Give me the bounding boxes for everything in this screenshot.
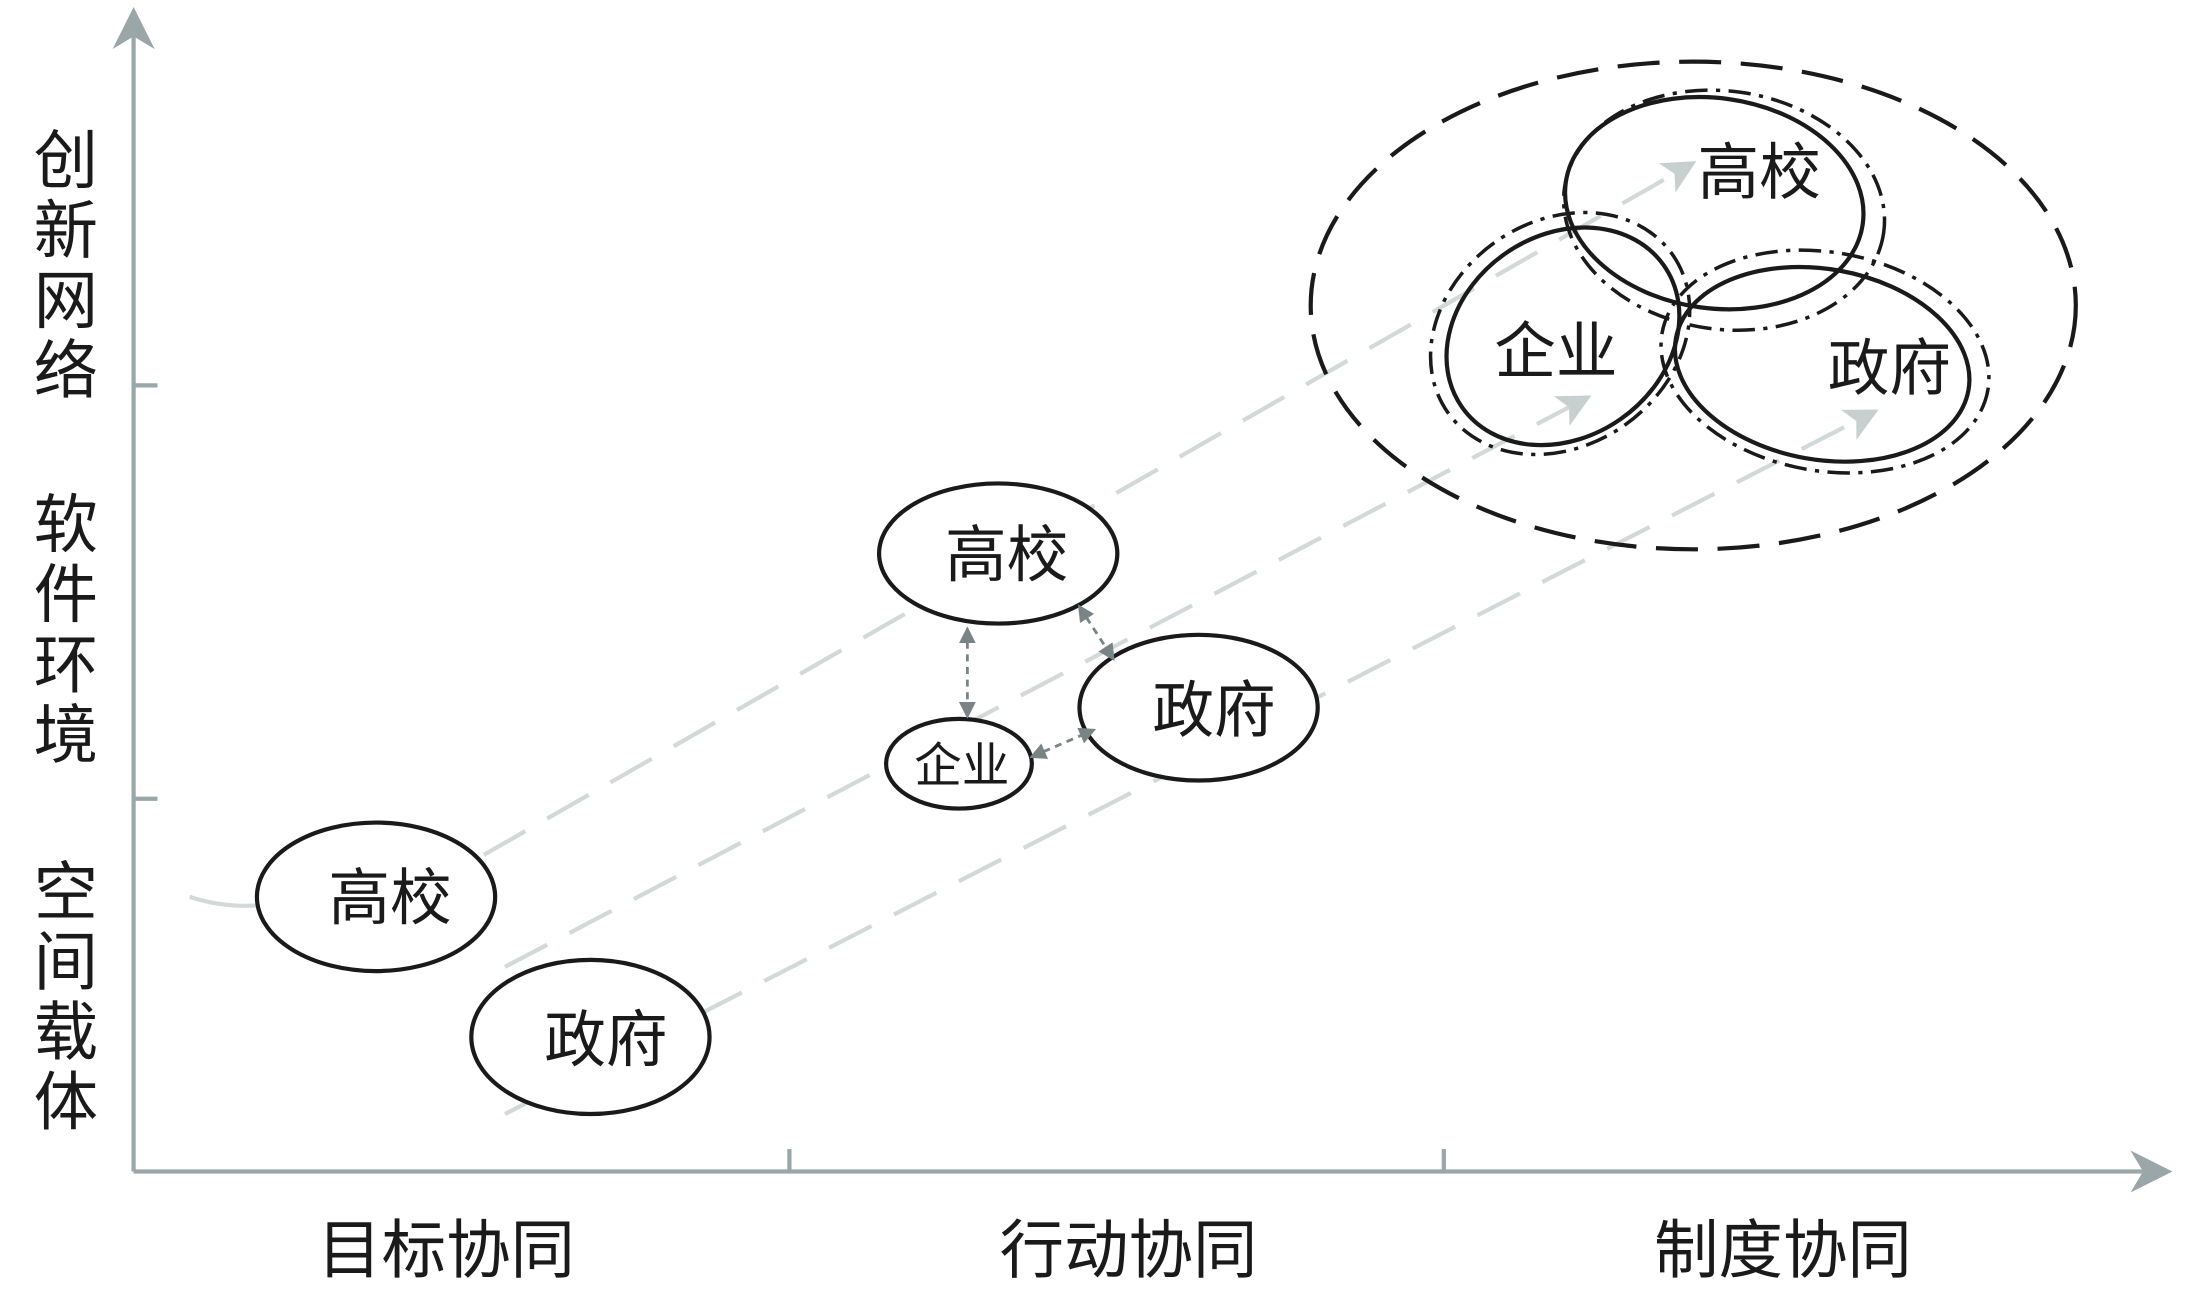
node-label: 高校 (328, 862, 451, 934)
stage2-university-node: 高校 (876, 481, 1120, 626)
stage2-government-node: 政府 (1077, 632, 1320, 783)
relation-arrow (1077, 604, 1115, 661)
guide-line-enterprise (503, 395, 1592, 969)
y-label-software-environment: 软件环境 (22, 490, 97, 770)
stage3-university-node: 高校 (1562, 94, 1866, 312)
enterprise-boundary (1428, 210, 1692, 457)
stage3-government-node: 政府 (1672, 264, 1972, 464)
node-label: 政府 (544, 1004, 667, 1076)
guide-curve (189, 894, 260, 908)
relation-arrow (1029, 727, 1097, 759)
y-label-innovation-network: 创新网络 (22, 126, 97, 406)
node-label: 高校 (1697, 136, 1820, 208)
y-label-spatial-carrier: 空间载体 (22, 858, 97, 1138)
node-label: 企业 (1494, 316, 1617, 388)
government-boundary (1659, 248, 1991, 475)
node-label: 高校 (945, 519, 1068, 591)
network-boundary (1308, 59, 2078, 552)
x-label-action-synergy: 行动协同 (1000, 1213, 1258, 1288)
node-label: 政府 (1828, 333, 1951, 405)
stage3-enterprise-node: 企业 (1444, 225, 1682, 448)
x-label-goal-synergy: 目标协同 (317, 1213, 575, 1288)
stage1-government-node: 政府 (469, 957, 712, 1117)
stage2-enterprise-node: 企业 (884, 716, 1034, 811)
x-label-institution-synergy: 制度协同 (1654, 1213, 1912, 1288)
stage1-university-node: 高校 (254, 820, 498, 974)
node-label: 政府 (1152, 674, 1275, 746)
node-label: 企业 (914, 739, 1009, 794)
